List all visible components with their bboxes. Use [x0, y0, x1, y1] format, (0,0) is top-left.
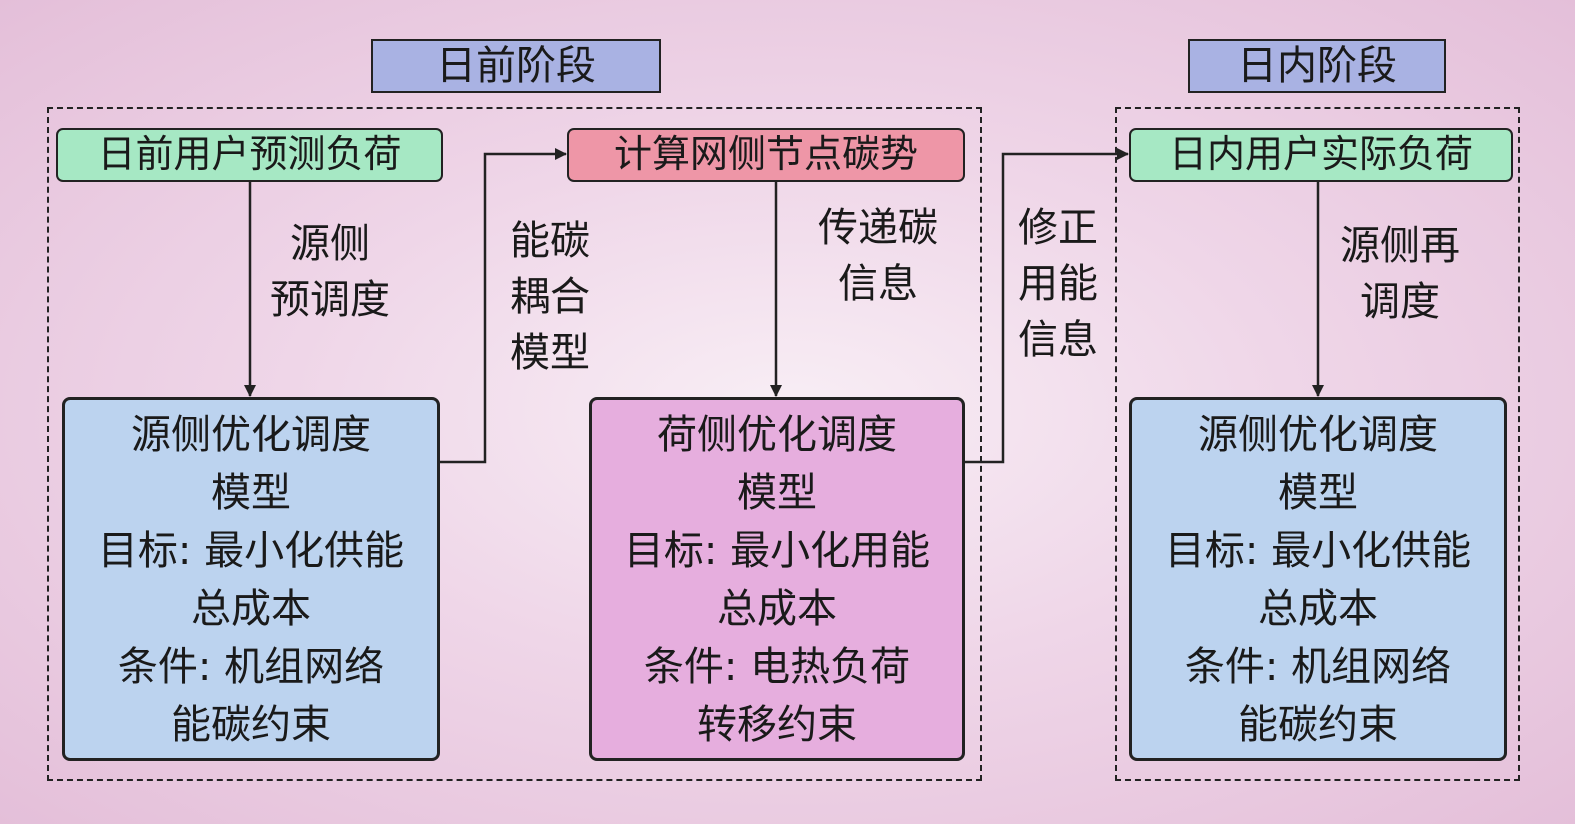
- load-dispatch-model: 荷侧优化调度 模型 目标: 最小化用能 总成本 条件: 电热负荷 转移约束: [589, 397, 965, 761]
- transfer-carbon-info-label: 传递碳 信息: [818, 205, 938, 307]
- model-goal: 目标: 最小化供能: [97, 528, 405, 574]
- arrow-load-model-to-actual-load: [965, 148, 1129, 464]
- model-condition: 条件: 电热负荷: [643, 644, 911, 690]
- source-dispatch-model-intraday: 源侧优化调度 模型 目标: 最小化供能 总成本 条件: 机组网络 能碳约束: [1129, 397, 1507, 761]
- model-condition: 条件: 机组网络: [1184, 644, 1452, 690]
- arrow-source-model-to-carbon: [440, 148, 567, 464]
- model-condition-cont: 能碳约束: [1238, 702, 1398, 748]
- model-title-cont: 模型: [737, 470, 817, 516]
- re-dispatch-label: 源侧再 调度: [1340, 223, 1460, 325]
- carbon-potential-node: 计算网侧节点碳势: [567, 128, 965, 182]
- model-condition-cont: 能碳约束: [171, 702, 331, 748]
- model-goal-cont: 总成本: [1258, 586, 1378, 632]
- model-goal-cont: 总成本: [717, 586, 837, 632]
- energy-carbon-model-label: 能碳 耦合 模型: [510, 218, 590, 376]
- actual-load-node: 日内用户实际负荷: [1129, 128, 1513, 182]
- model-title-cont: 模型: [211, 470, 291, 516]
- correct-usage-info-label: 修正 用能 信息: [1018, 205, 1098, 363]
- model-goal: 目标: 最小化供能: [1164, 528, 1472, 574]
- intraday-stage-title: 日内阶段: [1188, 39, 1446, 93]
- model-title-cont: 模型: [1278, 470, 1358, 516]
- forecast-load-node: 日前用户预测负荷: [56, 128, 443, 182]
- model-title: 源侧优化调度: [131, 412, 371, 458]
- model-goal: 目标: 最小化用能: [623, 528, 931, 574]
- intraday-region: [1115, 107, 1520, 781]
- model-title: 源侧优化调度: [1198, 412, 1438, 458]
- day-ahead-stage-title: 日前阶段: [371, 39, 661, 93]
- day-ahead-region: [47, 107, 982, 781]
- model-title: 荷侧优化调度: [657, 412, 897, 458]
- model-goal-cont: 总成本: [191, 586, 311, 632]
- model-condition-cont: 转移约束: [697, 702, 857, 748]
- pre-dispatch-label: 源侧 预调度: [270, 221, 390, 323]
- source-dispatch-model-day-ahead: 源侧优化调度 模型 目标: 最小化供能 总成本 条件: 机组网络 能碳约束: [62, 397, 440, 761]
- model-condition: 条件: 机组网络: [117, 644, 385, 690]
